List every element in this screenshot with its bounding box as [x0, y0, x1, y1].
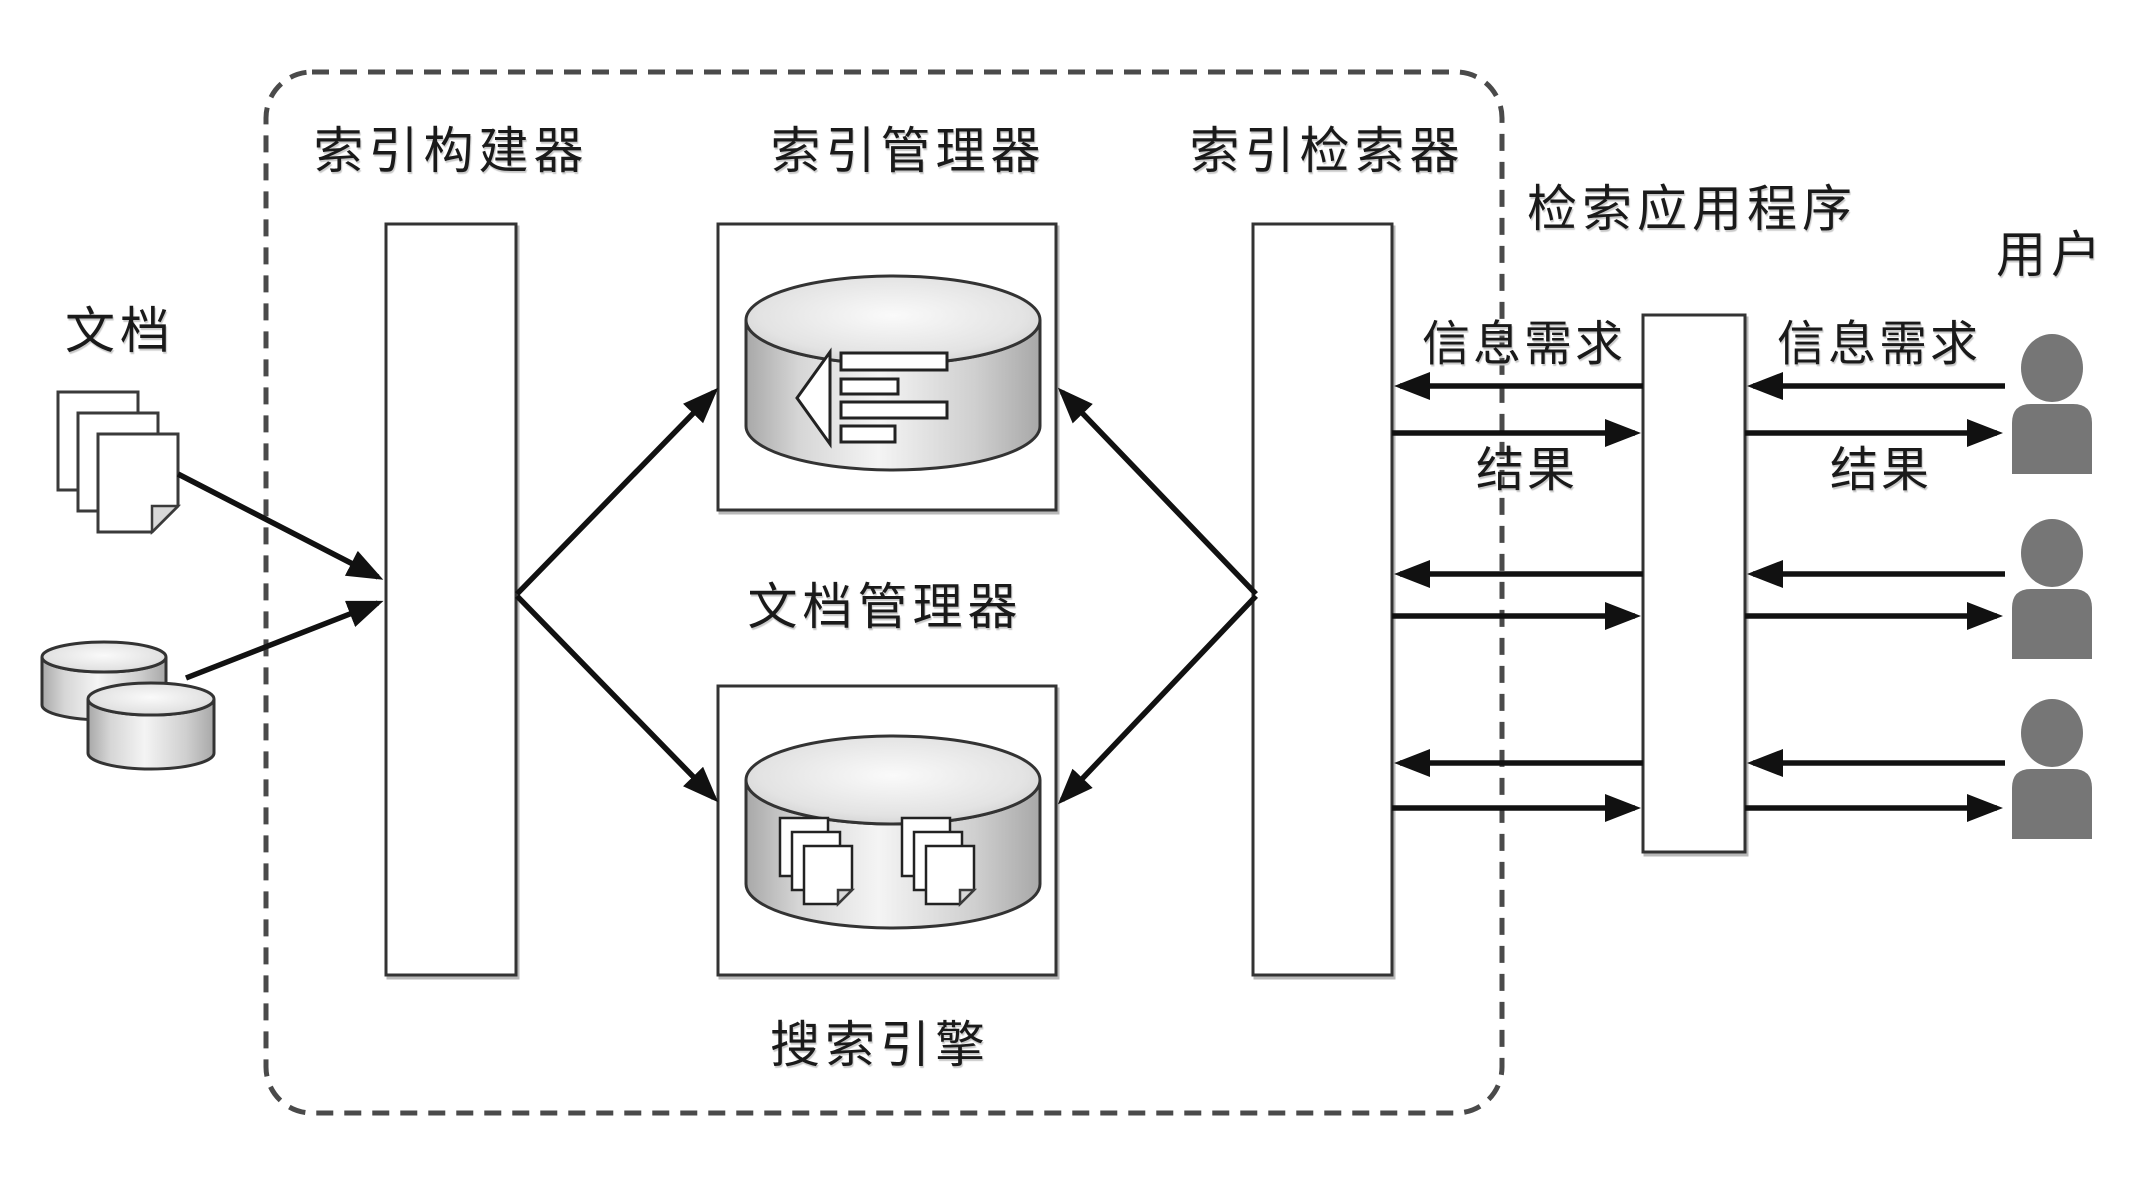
arrow-builder-to-index-manager — [515, 387, 719, 596]
index-database-icon — [744, 274, 1042, 472]
index-manager-label: 索引管理器 — [770, 122, 1046, 180]
user-person-icon — [2012, 334, 2092, 474]
document-database-icon — [744, 734, 1042, 930]
index-retriever-box — [1251, 222, 1394, 977]
search-engine-label: 搜索引擎 — [770, 1016, 990, 1074]
documents-stack-icon — [56, 390, 182, 536]
arrow-databases-to-builder — [184, 600, 384, 681]
index-builder-box — [384, 222, 518, 977]
index-retriever-label: 索引检索器 — [1189, 122, 1465, 180]
arrow-retriever-to-document-manager — [1057, 594, 1258, 805]
arrow-retriever-to-index-manager — [1057, 387, 1258, 596]
search-engine-boundary — [263, 69, 1505, 1116]
document-manager-label: 文档管理器 — [747, 578, 1023, 636]
information-need-label-left: 信息需求 — [1421, 316, 1627, 372]
index-arrow-glyph — [795, 347, 832, 449]
arrow-builder-to-document-manager — [515, 594, 719, 803]
user-person-icon — [2012, 699, 2092, 839]
documents-stack-icon — [778, 816, 856, 908]
documents-label: 文档 — [65, 302, 175, 360]
documents-stack-icon — [900, 816, 978, 908]
user-person-icon — [2012, 519, 2092, 659]
index-builder-label: 索引构建器 — [313, 122, 589, 180]
retrieval-app-label: 检索应用程序 — [1527, 180, 1857, 238]
results-label-left: 结果 — [1475, 442, 1579, 498]
results-label-right: 结果 — [1829, 442, 1933, 498]
information-need-label-right: 信息需求 — [1776, 316, 1982, 372]
users-label: 用户 — [1996, 226, 2106, 284]
database-cylinders-icon — [40, 640, 216, 771]
arrow-documents-to-builder — [176, 471, 384, 580]
retrieval-app-box — [1641, 313, 1747, 854]
